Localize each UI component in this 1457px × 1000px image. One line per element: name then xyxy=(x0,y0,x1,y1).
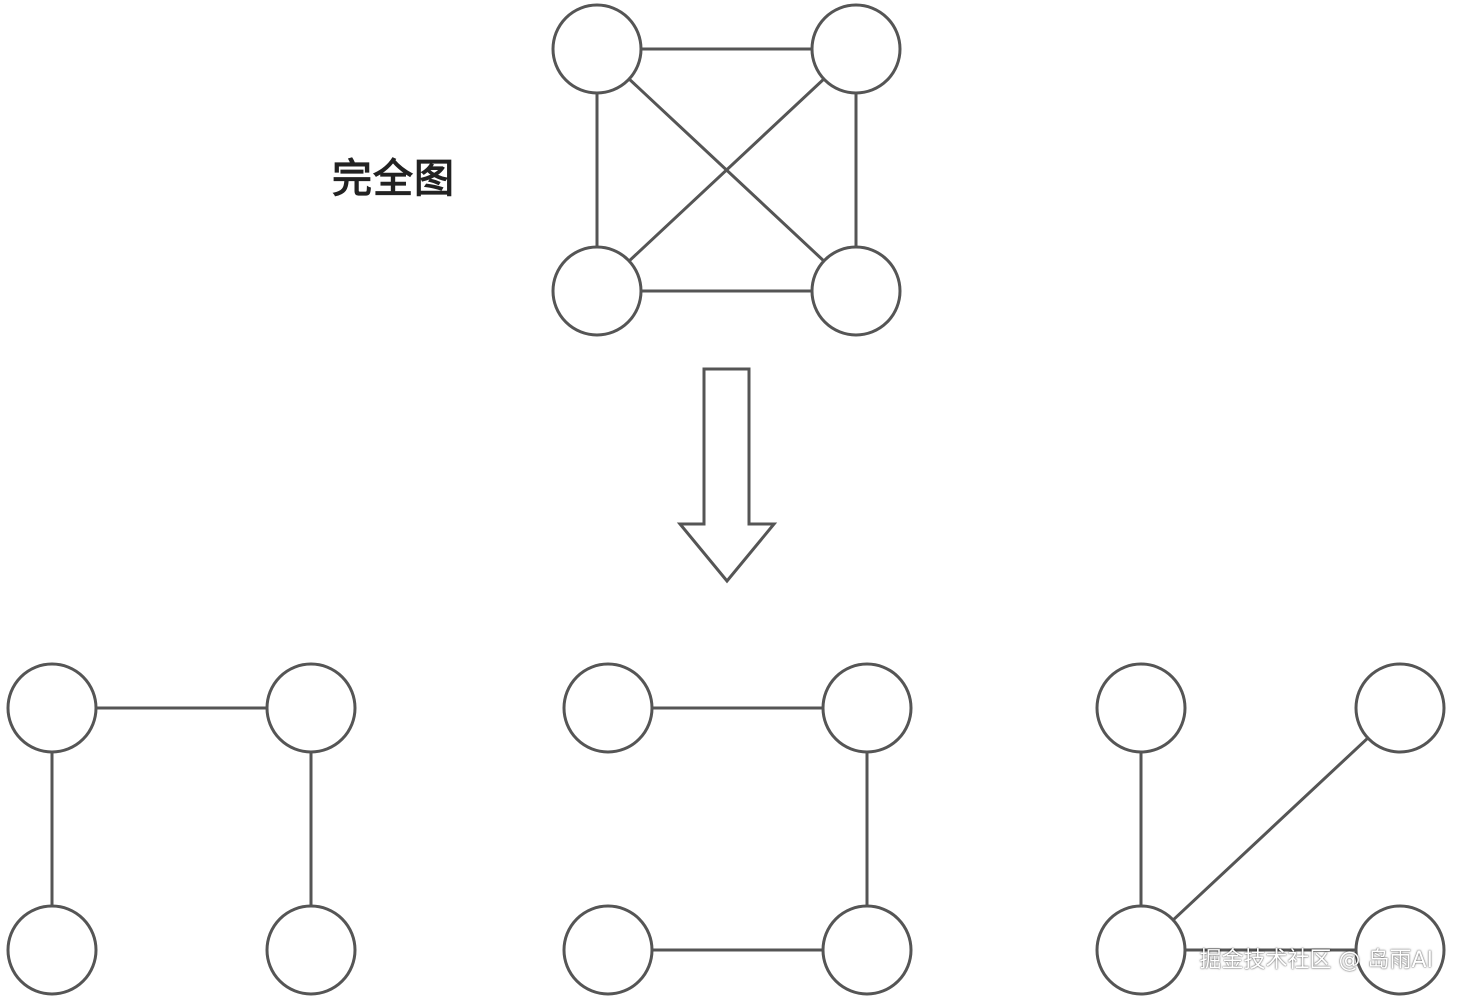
spanning-tree-1-node-D xyxy=(265,904,357,996)
complete-graph-node-A xyxy=(551,3,643,95)
spanning-tree-3-edge-B-C xyxy=(1139,706,1402,952)
down-arrow-icon xyxy=(676,367,778,584)
complete-graph-edge-B-C xyxy=(595,47,858,293)
spanning-tree-3-node-D xyxy=(1354,904,1446,996)
spanning-tree-3-node-C xyxy=(1095,904,1187,996)
spanning-tree-2-node-D xyxy=(821,904,913,996)
complete-graph-label: 完全图 xyxy=(332,156,455,202)
complete-graph-node-C xyxy=(551,245,643,337)
spanning-tree-3-node-B xyxy=(1354,662,1446,754)
spanning-tree-1-node-A xyxy=(6,662,98,754)
spanning-tree-2-node-C xyxy=(562,904,654,996)
complete-graph-node-D xyxy=(810,245,902,337)
nodes-layer xyxy=(6,3,1446,996)
complete-graph-node-B xyxy=(810,3,902,95)
spanning-tree-2-node-B xyxy=(821,662,913,754)
spanning-tree-1-node-B xyxy=(265,662,357,754)
spanning-tree-3-node-A xyxy=(1095,662,1187,754)
watermark: 掘金技术社区 @ 岛雨AI xyxy=(1199,948,1433,973)
spanning-tree-2-node-A xyxy=(562,662,654,754)
spanning-tree-1-node-C xyxy=(6,904,98,996)
